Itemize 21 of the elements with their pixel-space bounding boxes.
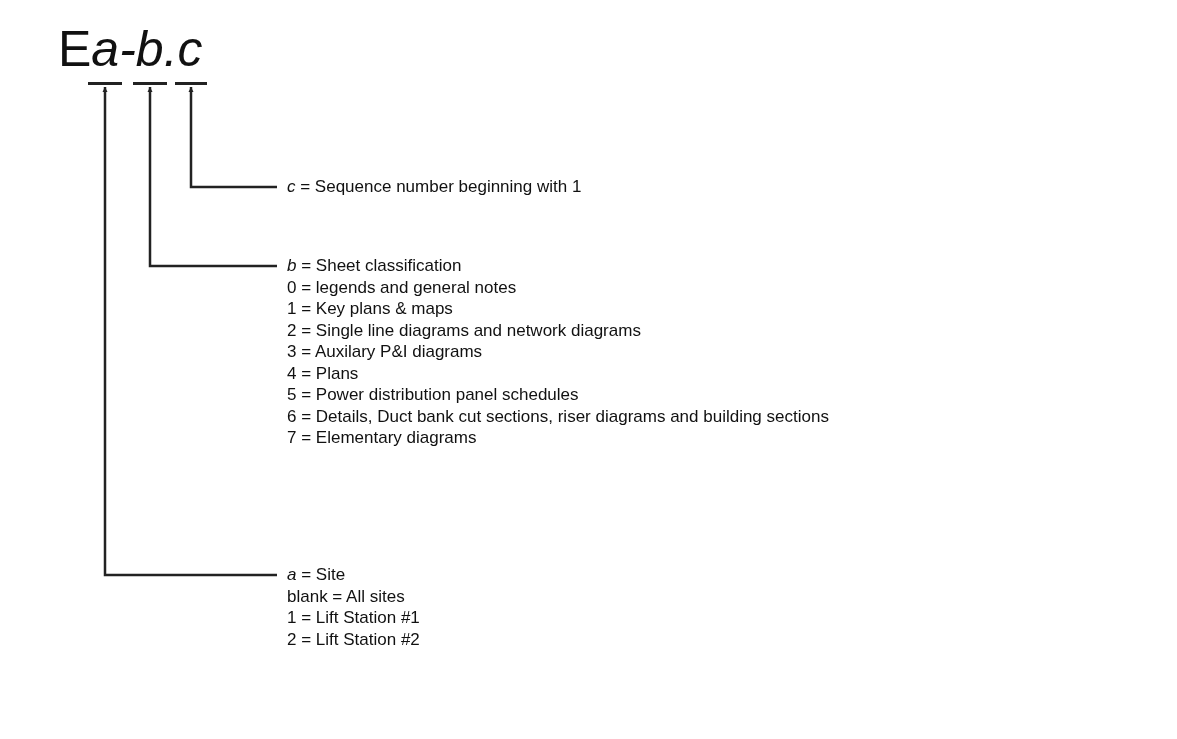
definition-text: a = Site (287, 564, 347, 586)
definition-text: b = Sheet classification (287, 255, 463, 277)
definition-text: 2 = Single line diagrams and network diagrams (287, 319, 642, 341)
definition-text: 3 = Auxilary P&I diagrams (287, 341, 484, 363)
definition-text: 5 = Power distribution panel schedules (287, 384, 580, 406)
underline-bar (88, 82, 122, 85)
leader-line (188, 87, 277, 189)
definition-text: 2 = Lift Station #2 (287, 628, 420, 650)
definition-text: 6 = Details, Duct bank cut sections, riser diagrams and building sections (287, 405, 829, 427)
leader-line (147, 87, 277, 268)
definition-text: c = Sequence number beginning with 1 (287, 176, 582, 198)
code-format-title: Ea-b.c (58, 22, 203, 76)
underline-bar (175, 82, 207, 85)
definition-text: 1 = Key plans & maps (287, 298, 454, 320)
definition-text: blank = All sites (287, 585, 406, 607)
definition-text: 7 = Elementary diagrams (287, 427, 478, 449)
leader-line (102, 87, 277, 577)
underline-bar (133, 82, 167, 85)
definition-text: 0 = legends and general notes (287, 276, 518, 298)
definition-text: 1 = Lift Station #1 (287, 607, 420, 629)
definition-text: 4 = Plans (287, 362, 360, 384)
